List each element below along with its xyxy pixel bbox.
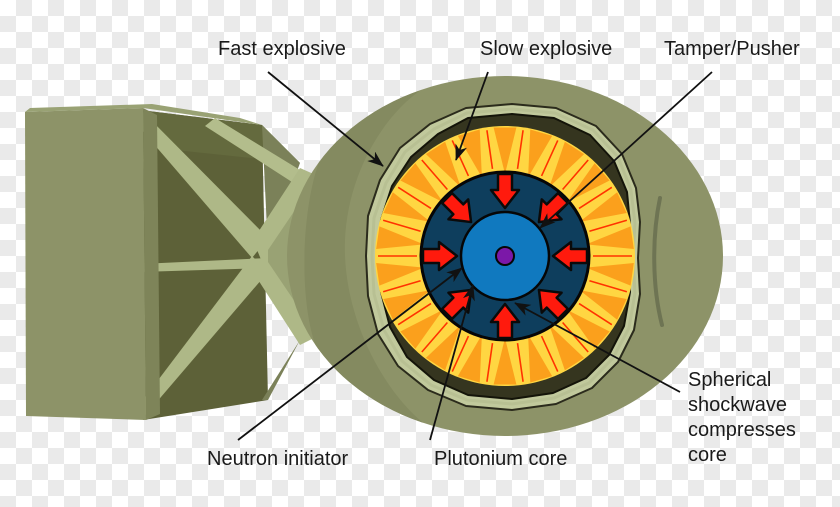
label-slow-explosive: Slow explosive: [480, 38, 613, 60]
slow-explosive-wedge: [376, 226, 424, 250]
shockwave-arrow: [489, 172, 521, 210]
slow-explosive-wedge: [528, 334, 553, 383]
slow-explosive-wedge: [400, 163, 444, 203]
slow-explosive-wedge: [579, 290, 627, 320]
shockwave-arrow: [421, 240, 459, 272]
label-spherical-shockwave: Spherical shockwave compresses core: [688, 369, 796, 466]
shockwave-arrow: [551, 240, 589, 272]
nose-seam-line: [652, 196, 664, 327]
slow-explosive-wedge: [566, 163, 610, 203]
tail-fin-assembly: [25, 104, 330, 420]
shockwave-arrows: [421, 172, 589, 340]
tail-end-plate: [25, 108, 146, 420]
slow-explosive-wedge: [425, 141, 461, 188]
leader-line-fast-explosive: [267, 71, 384, 167]
tail-end-plate-edge: [143, 108, 160, 420]
tail-fin-blade-top: [140, 112, 268, 258]
slow-explosive-wedge: [586, 226, 634, 250]
slow-explosive-wedges: [376, 127, 634, 385]
shockwave-arrow: [537, 288, 570, 321]
lens-seam-line: [486, 130, 494, 170]
label-plutonium-core: Plutonium core: [434, 448, 568, 470]
lens-seam-line: [421, 159, 448, 191]
tail-box-top-chamfer: [25, 104, 262, 125]
implosion-sphere-cutaway: [365, 103, 641, 411]
lens-seam-line: [397, 186, 432, 210]
leader-line-tamper-pusher: [539, 71, 713, 229]
slow-explosive-wedge: [400, 309, 444, 349]
bomb-body-rear-shading: [304, 84, 430, 428]
tail-fin-blade-diag: [205, 118, 300, 182]
lens-seam-line: [516, 342, 524, 382]
lens-seam-line: [397, 302, 432, 326]
leader-line-neutron-initiator: [237, 267, 463, 441]
slow-explosive-wedge: [528, 129, 553, 178]
lens-seam-line: [562, 321, 589, 353]
neutron-initiator-dot: [495, 246, 515, 266]
lens-seam-line: [540, 140, 559, 177]
lens-seam-line: [486, 342, 494, 382]
slow-explosive-wedge: [383, 290, 431, 320]
lens-seam-lines: [378, 130, 632, 382]
lens-seam-line: [516, 130, 524, 170]
lens-seam-line: [451, 335, 470, 372]
slow-explosive-wedge: [493, 338, 517, 385]
lens-seam-line: [382, 219, 421, 232]
tail-fin-blade-bottom: [140, 256, 268, 418]
slow-explosive-wedge: [493, 127, 517, 174]
tail-shroud-lower: [262, 340, 300, 400]
lens-seam-line: [589, 219, 628, 232]
lens-seam-line: [562, 159, 589, 191]
shockwave-arrow: [440, 191, 473, 224]
lens-seam-line: [382, 280, 421, 293]
shockwave-arrow: [489, 302, 521, 340]
leader-line-spherical-shockwave: [514, 302, 681, 393]
leader-line-slow-explosive: [455, 71, 489, 161]
slow-explosive-wedge: [376, 262, 424, 286]
slow-explosive-wedge: [457, 129, 482, 178]
label-tamper-pusher: Tamper/Pusher: [664, 38, 800, 60]
slow-explosive-wedge: [549, 324, 585, 371]
slow-explosive-wedge: [425, 324, 461, 371]
leader-lines: [237, 71, 713, 441]
slow-explosive-wedge: [549, 141, 585, 188]
lens-seam-line: [578, 186, 613, 210]
label-neutron-initiator: Neutron initiator: [207, 448, 349, 470]
slow-explosive-wedge: [457, 334, 482, 383]
lens-seam-line: [589, 280, 628, 293]
slow-explosive-wedge: [566, 309, 610, 349]
lens-seam-line: [578, 302, 613, 326]
label-fast-explosive: Fast explosive: [218, 38, 346, 60]
slow-explosive-wedge: [383, 192, 431, 222]
slow-explosive-wedge: [586, 262, 634, 286]
leader-line-plutonium-core: [429, 284, 475, 441]
tail-fin-blade-mid: [140, 258, 268, 272]
slow-explosive-wedge: [579, 192, 627, 222]
lens-seam-line: [540, 335, 559, 372]
lens-seam-line: [421, 321, 448, 353]
